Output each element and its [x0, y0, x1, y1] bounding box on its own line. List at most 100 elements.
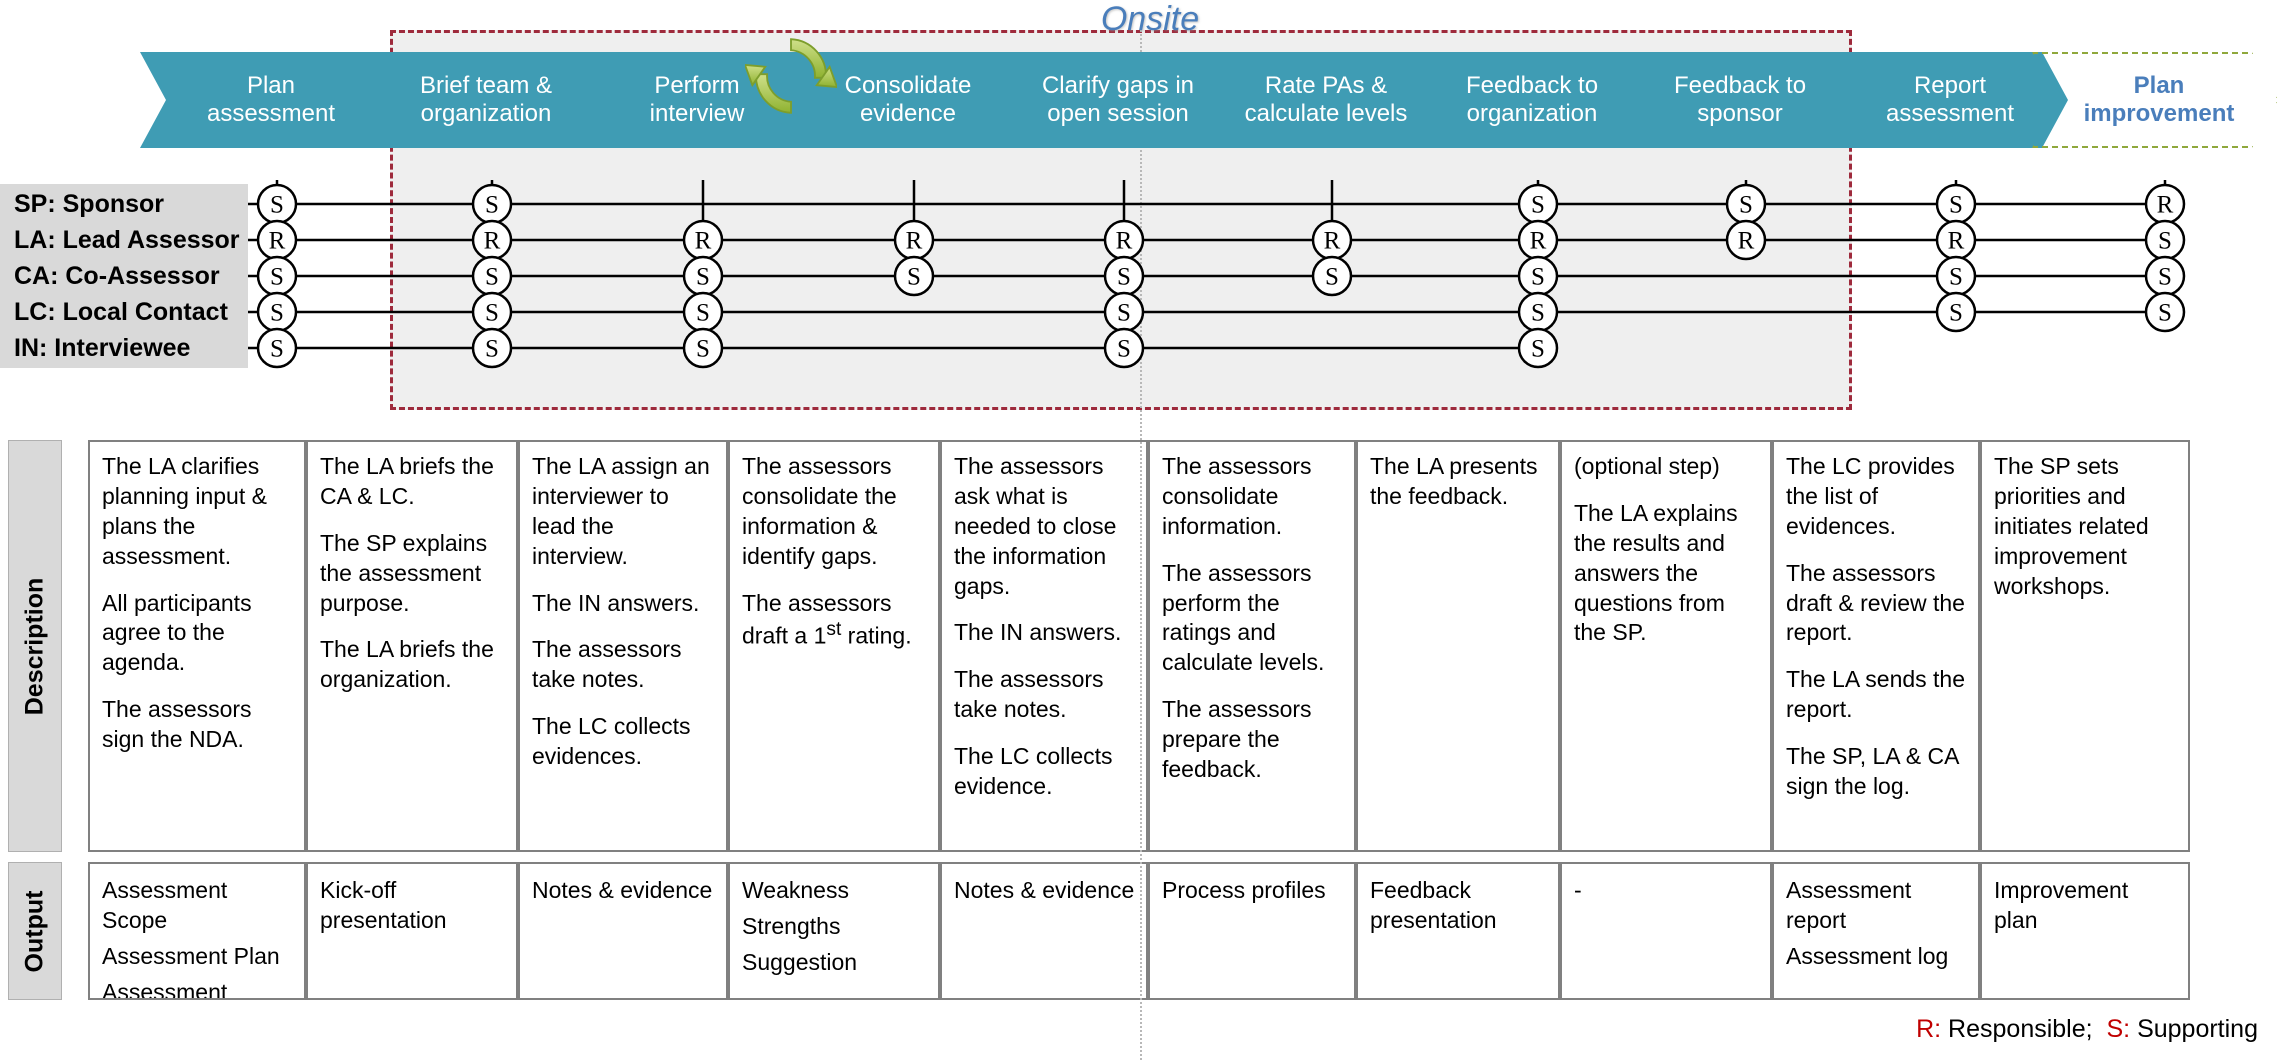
description-paragraph: The assessors draft & review the report. [1786, 559, 1965, 646]
description-paragraph: The assessors sign the NDA. [102, 696, 252, 753]
raci-node-la-1[interactable]: R [256, 219, 298, 261]
raci-node-ca-1[interactable]: S [256, 255, 298, 297]
description-paragraph: The SP sets priorities and initiates rel… [1994, 453, 2149, 599]
description-paragraph: The SP, LA & CA sign the log. [1786, 743, 1959, 800]
raci-node-la-9[interactable]: R [1935, 219, 1977, 261]
raci-node-la-4[interactable]: R [893, 219, 935, 261]
raci-node-ca-3[interactable]: S [682, 255, 724, 297]
description-paragraph: The LA presents the feedback. [1370, 453, 1538, 509]
description-paragraph: The assessors consolidate information. [1162, 453, 1312, 539]
raci-node-ca-7[interactable]: S [1517, 255, 1559, 297]
raci-node-ca-4[interactable]: S [893, 255, 935, 297]
output-line: Suggestion [742, 948, 858, 975]
raci-node-ca-5[interactable]: S [1103, 255, 1145, 297]
description-paragraph: The SP explains the assessment purpose. [320, 529, 488, 616]
raci-node-lc-1[interactable]: S [256, 291, 298, 333]
svg-text:S: S [485, 300, 499, 327]
phase-chevron-6[interactable]: Rate PAs &calculate levels [1200, 52, 1444, 148]
output-cell-10: Improvement plan [1980, 862, 2190, 1000]
raci-node-la-8[interactable]: R [1725, 219, 1767, 261]
output-line: - [1574, 877, 1582, 903]
legend-supporting-key: S: [2106, 1015, 2131, 1043]
output-cell-7: Feedback presentation [1356, 862, 1560, 1000]
raci-node-in-3[interactable]: S [682, 327, 724, 369]
raci-node-sp-10[interactable]: R [2144, 183, 2186, 225]
svg-text:S: S [1117, 336, 1131, 363]
raci-node-ca-2[interactable]: S [471, 255, 513, 297]
description-paragraph: The LC collects evidences. [532, 713, 691, 770]
raci-node-la-2[interactable]: R [471, 219, 513, 261]
role-label-ca: CA: Co-Assessor [0, 256, 248, 296]
raci-node-la-7[interactable]: R [1517, 219, 1559, 261]
raci-node-sp-9[interactable]: S [1935, 183, 1977, 225]
svg-text:R: R [906, 228, 923, 255]
raci-node-in-5[interactable]: S [1103, 327, 1145, 369]
svg-text:S: S [485, 336, 499, 363]
raci-node-in-1[interactable]: S [256, 327, 298, 369]
phase-chevron-2[interactable]: Brief team &organization [358, 52, 606, 148]
description-paragraph: The IN answers. [954, 619, 1122, 646]
description-paragraph: The LA clarifies planning input & plans … [102, 453, 267, 569]
description-paragraph: The assessors ask what is needed to clos… [954, 453, 1117, 599]
output-line: Process profiles [1162, 877, 1326, 903]
svg-text:R: R [1948, 228, 1965, 255]
svg-text:S: S [485, 264, 499, 291]
description-paragraph: The assessors draft a 1st rating. [742, 589, 912, 650]
raci-node-sp-7[interactable]: S [1517, 183, 1559, 225]
raci-node-ca-9[interactable]: S [1935, 255, 1977, 297]
output-line: Feedback presentation [1370, 877, 1497, 933]
raci-node-lc-10[interactable]: S [2144, 291, 2186, 333]
svg-text:S: S [1531, 300, 1545, 327]
raci-node-in-7[interactable]: S [1517, 327, 1559, 369]
raci-node-la-6[interactable]: R [1311, 219, 1353, 261]
description-paragraph: The LA briefs the organization. [320, 636, 494, 693]
output-line: Assessment Agenda NDA [102, 978, 228, 1000]
svg-text:S: S [696, 264, 710, 291]
svg-text:S: S [485, 192, 499, 219]
svg-text:R: R [484, 228, 501, 255]
raci-node-in-2[interactable]: S [471, 327, 513, 369]
output-line: Assessment Plan [102, 942, 280, 969]
raci-node-la-3[interactable]: R [682, 219, 724, 261]
raci-node-lc-3[interactable]: S [682, 291, 724, 333]
onsite-label: Onsite [1100, 0, 1200, 38]
role-label-text: LA: Lead Assessor [14, 225, 240, 254]
legend-supporting-text: Supporting [2130, 1015, 2258, 1043]
description-cell-4: The assessors consolidate the informatio… [728, 440, 940, 852]
description-paragraph: The LC collects evidence. [954, 743, 1113, 800]
raci-node-lc-2[interactable]: S [471, 291, 513, 333]
output-line: Notes & evidence [532, 877, 713, 903]
raci-node-lc-9[interactable]: S [1935, 291, 1977, 333]
description-cell-2: The LA briefs the CA & LC.The SP explain… [306, 440, 518, 852]
raci-node-la-5[interactable]: R [1103, 219, 1145, 261]
raci-node-sp-8[interactable]: S [1725, 183, 1767, 225]
output-line: Weakness [742, 877, 849, 903]
raci-node-ca-10[interactable]: S [2144, 255, 2186, 297]
raci-node-sp-1[interactable]: S [256, 183, 298, 225]
raci-node-lc-7[interactable]: S [1517, 291, 1559, 333]
raci-node-la-10[interactable]: S [2144, 219, 2186, 261]
raci-node-ca-6[interactable]: S [1311, 255, 1353, 297]
output-line: Notes & evidence [954, 877, 1135, 903]
description-cell-5: The assessors ask what is needed to clos… [940, 440, 1148, 852]
raci-node-sp-2[interactable]: S [471, 183, 513, 225]
raci-node-lc-5[interactable]: S [1103, 291, 1145, 333]
role-label-la: LA: Lead Assessor [0, 220, 248, 260]
